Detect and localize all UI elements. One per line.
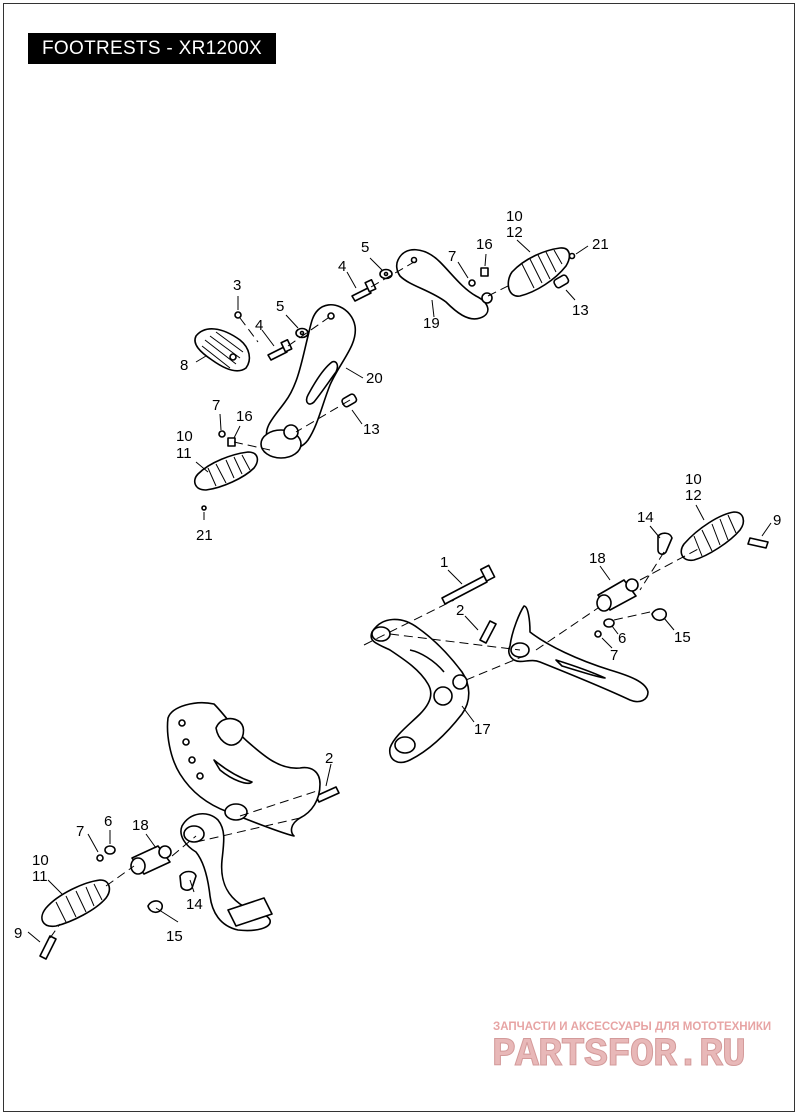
- callout-11-upper: 11: [176, 445, 192, 462]
- part-13-pin-right: [553, 274, 570, 289]
- part-6-washer-right: [603, 618, 615, 628]
- callout-labels: 3 4 5 8 4 5 20 13 7 16 10 11 21 19 7 16 …: [14, 208, 781, 945]
- part-5-washer-right: [379, 268, 393, 280]
- part-4-bolt-left: [267, 338, 293, 361]
- callout-20: 20: [366, 370, 383, 387]
- callout-18-right: 18: [589, 550, 606, 567]
- part-16-clip-upper-left: [227, 437, 236, 447]
- part-18-pivot-right: [596, 578, 639, 612]
- part-9-bolt-left: [39, 935, 57, 960]
- callout-17: 17: [474, 721, 491, 738]
- callout-14-left: 14: [186, 896, 203, 913]
- callout-3: 3: [233, 277, 241, 294]
- part-7-pin-left: [96, 854, 104, 862]
- callout-21-right: 21: [592, 236, 609, 253]
- callout-13-left: 13: [363, 421, 380, 438]
- part-14-pin-left: [179, 870, 197, 891]
- part-2-bolt-right: [479, 620, 497, 644]
- part-7-pin-upper-right: [468, 279, 476, 287]
- part-7-pin-right: [594, 630, 602, 638]
- part-14-pin-right: [657, 532, 673, 555]
- callout-4-right: 4: [338, 258, 346, 275]
- callout-21-left: 21: [196, 527, 213, 544]
- part-1-long-bolt: [441, 564, 496, 605]
- callout-9-left: 9: [14, 925, 22, 942]
- callout-12-upper: 12: [506, 224, 523, 241]
- callout-13-right: 13: [572, 302, 589, 319]
- callout-7-upper-right: 7: [448, 248, 456, 265]
- heel-guard-right: [508, 605, 649, 703]
- footpeg-lower-left: [41, 879, 111, 928]
- callout-1: 1: [440, 554, 448, 571]
- part-9-bolt-right: [747, 537, 769, 549]
- callout-7-left: 7: [76, 823, 84, 840]
- callout-12-right: 12: [685, 487, 702, 504]
- part-6-washer-left: [104, 845, 116, 855]
- diagram-title: FOOTRESTS - XR1200X: [28, 33, 277, 64]
- assembly-lines: [49, 261, 701, 939]
- callout-16-left: 16: [236, 408, 253, 425]
- footpeg-upper-right: [507, 247, 576, 297]
- callout-10-upper-right: 10: [506, 208, 523, 225]
- part-19-bracket: [395, 248, 493, 320]
- leader-lines: [27, 239, 772, 943]
- callout-9-right: 9: [773, 512, 781, 529]
- callout-15-left: 15: [166, 928, 183, 945]
- part-3-screw: [234, 311, 242, 319]
- callout-11-lower: 11: [32, 868, 48, 885]
- diagram-frame: [3, 3, 795, 1112]
- part-4-bolt-right: [351, 278, 377, 302]
- part-2-bolt-left: [315, 786, 340, 803]
- callout-10-lower-left: 10: [32, 852, 49, 869]
- watermark-tagline: ЗАПЧАСТИ И АКСЕССУАРЫ ДЛЯ МОТОТЕХНИКИ: [493, 1021, 772, 1033]
- callout-6-left: 6: [104, 813, 112, 830]
- callout-4-left: 4: [255, 317, 263, 334]
- callout-18-left: 18: [132, 817, 149, 834]
- part-20-bracket: [260, 304, 357, 459]
- callout-14-right: 14: [637, 509, 654, 526]
- callout-2-left: 2: [325, 750, 333, 767]
- footpeg-middle-right: [680, 511, 745, 562]
- part-18-pivot-left: [130, 845, 172, 875]
- callout-10-right: 10: [685, 471, 702, 488]
- part-16-clip-upper-right: [480, 267, 489, 277]
- callout-2-right: 2: [456, 602, 464, 619]
- part-17-footpeg-mount: [370, 618, 470, 764]
- part-15-clip-right: [651, 608, 667, 622]
- part-7-pin-upper-left: [218, 430, 226, 438]
- callout-5-right: 5: [361, 239, 369, 256]
- callout-16-right: 16: [476, 236, 493, 253]
- callout-7-right: 7: [610, 647, 618, 664]
- callout-7-upper-left: 7: [212, 397, 220, 414]
- callout-6-right: 6: [618, 630, 626, 647]
- callout-5-left: 5: [276, 298, 284, 315]
- callout-19: 19: [423, 315, 440, 332]
- callout-15-right: 15: [674, 629, 691, 646]
- callout-8: 8: [180, 357, 188, 374]
- callout-10-upper-left: 10: [176, 428, 193, 445]
- part-8-pad: [194, 328, 251, 372]
- watermark-logo: PARTSFOR.RU: [492, 1033, 747, 1079]
- footpeg-upper-left: [193, 451, 259, 511]
